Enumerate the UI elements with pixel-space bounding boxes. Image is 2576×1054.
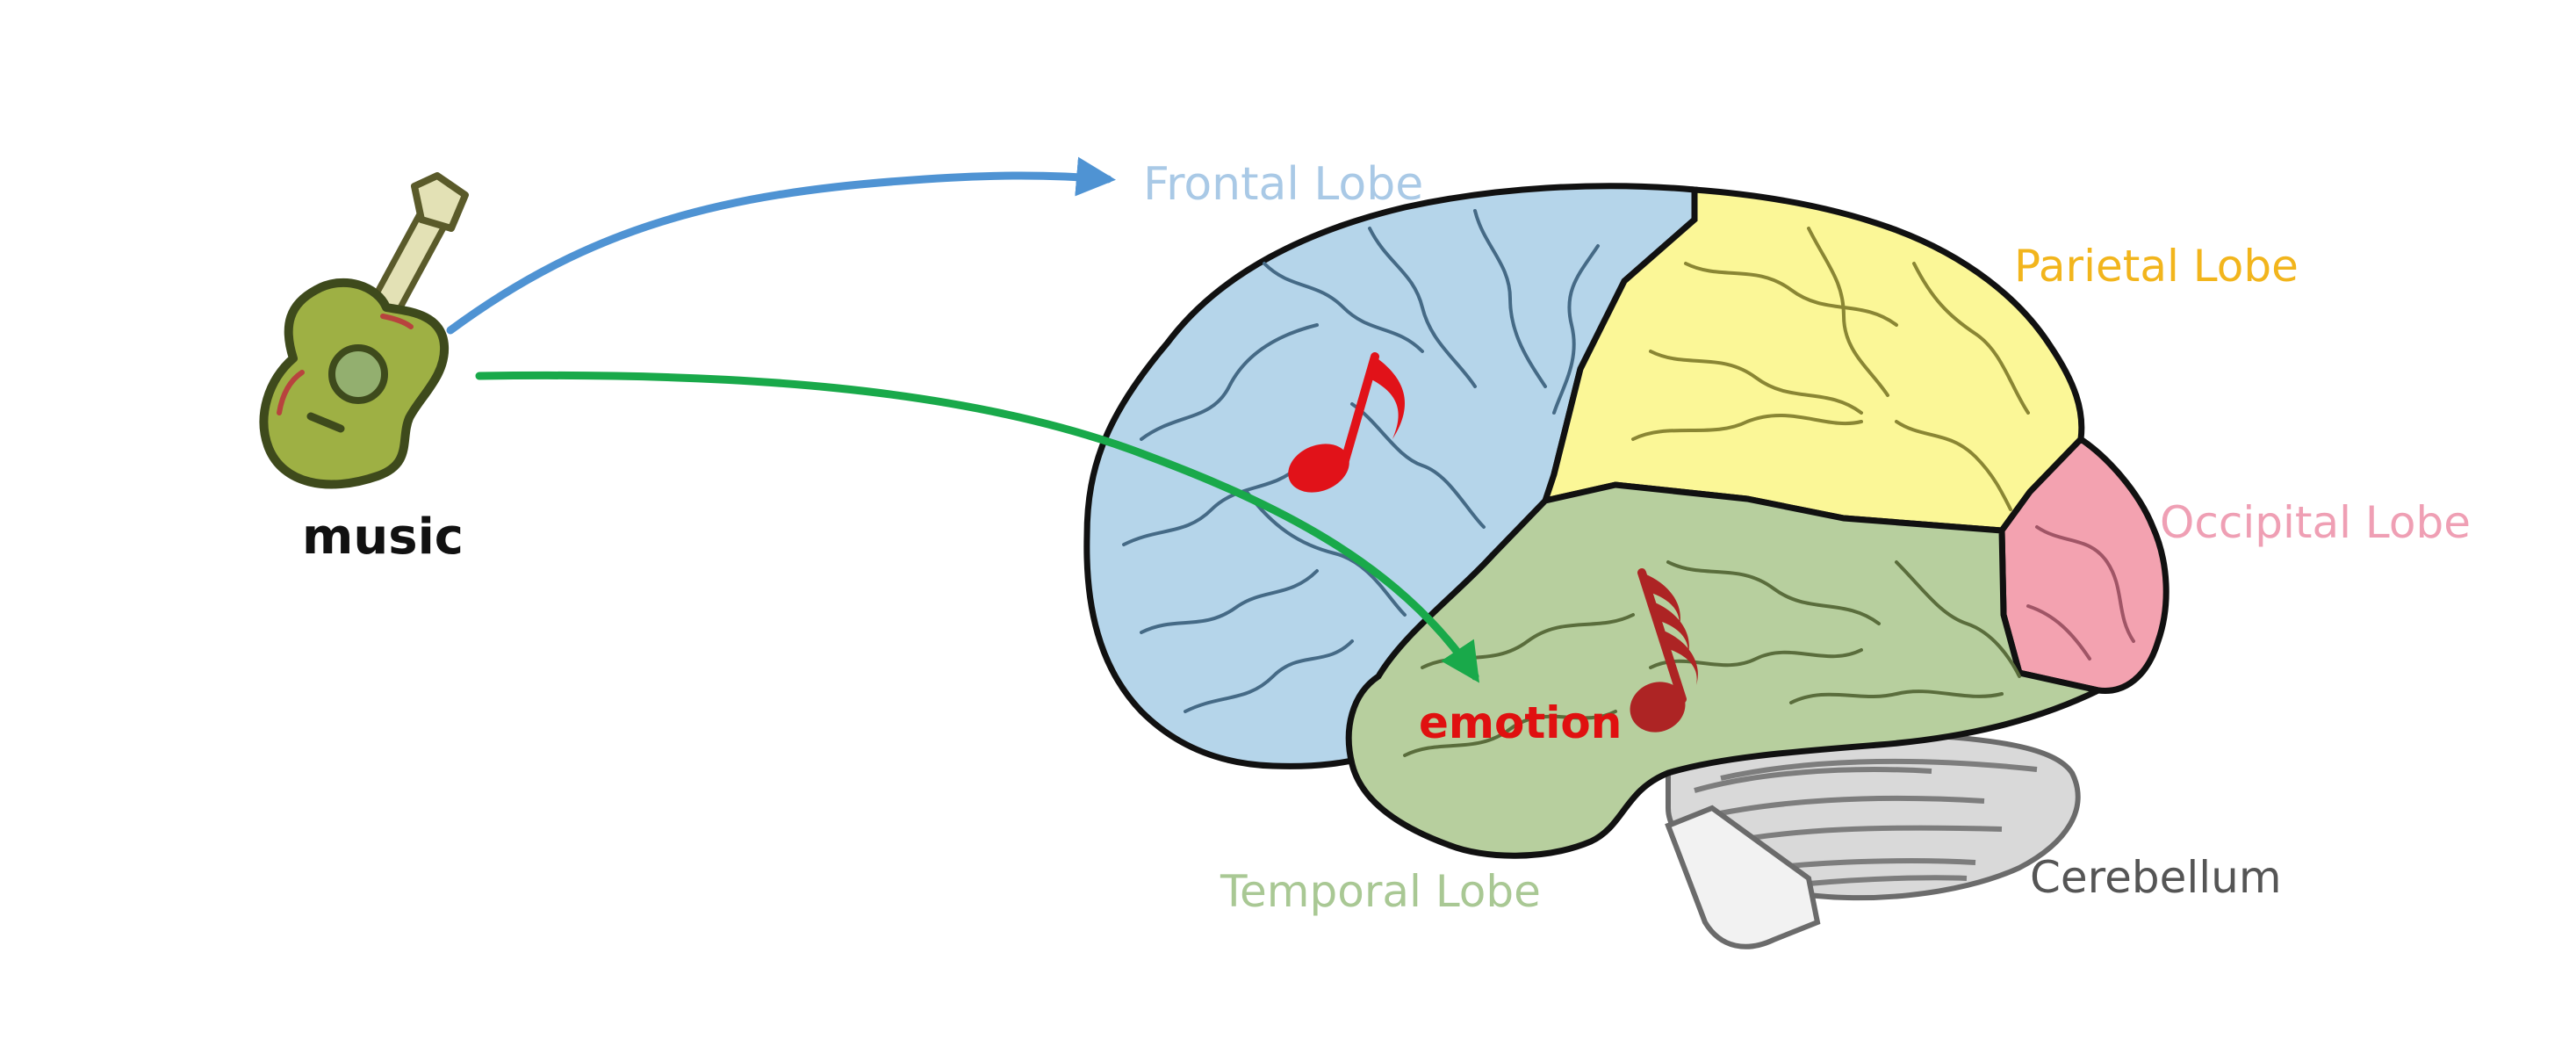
parietal-lobe-label: Parietal Lobe: [2014, 241, 2299, 292]
brain: [1083, 183, 2169, 949]
arrow-music-to-temporal: [475, 371, 1479, 683]
cerebellum-label: Cerebellum: [2030, 852, 2282, 903]
eighth-note-icon: [1288, 352, 1406, 493]
emotion-label: emotion: [1419, 697, 1622, 748]
arrow-music-to-frontal: [446, 156, 1116, 335]
frontal-lobe-label: Frontal Lobe: [1143, 158, 1423, 211]
music-label: music: [302, 509, 464, 566]
guitar-icon: [259, 172, 469, 489]
sixteenth-note-icon: [1630, 568, 1698, 733]
brainstem: [1665, 805, 1821, 949]
temporal-lobe-label: Temporal Lobe: [1220, 866, 1541, 917]
occipital-lobe-label: Occipital Lobe: [2160, 497, 2471, 548]
